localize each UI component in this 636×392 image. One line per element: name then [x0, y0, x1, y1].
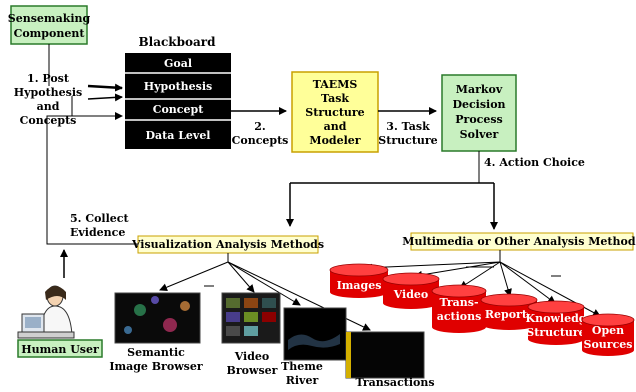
- svg-text:and: and: [324, 120, 347, 133]
- svg-text:2.: 2.: [254, 120, 265, 133]
- svg-text:Images: Images: [337, 279, 382, 292]
- source-images: Images: [329, 263, 389, 298]
- arrow-to-hypothesis: [87, 83, 123, 92]
- svg-text:Trans-: Trans-: [439, 296, 478, 309]
- action-choice-label: 4. Action Choice: [484, 156, 585, 169]
- concepts-label: 2. Concepts: [232, 120, 289, 147]
- svg-text:Structure: Structure: [526, 326, 585, 339]
- svg-text:Human User: Human User: [21, 343, 99, 356]
- sensemaking-label-line1: Sensemaking: [8, 12, 91, 25]
- transactions-thumbnail: [345, 331, 425, 379]
- svg-text:Knowledg: Knowledg: [526, 312, 587, 325]
- svg-text:Modeler: Modeler: [309, 134, 360, 147]
- svg-text:1. Post: 1. Post: [27, 72, 70, 85]
- svg-text:Concepts: Concepts: [232, 134, 289, 147]
- video-browser-label: Video Browser: [227, 350, 278, 377]
- svg-text:Image Browser: Image Browser: [109, 360, 203, 373]
- branch-video: [227, 261, 255, 293]
- source-open-sources: Open Sources: [581, 313, 635, 356]
- taems-modeler: TAEMS Task Structure and Modeler: [291, 71, 379, 153]
- human-user-illustration: [17, 285, 75, 339]
- svg-text:TAEMS: TAEMS: [313, 78, 358, 91]
- post-hypothesis-label: 1. Post Hypothesis and Concepts: [14, 72, 82, 127]
- task-structure-label: 3. Task Structure: [378, 120, 437, 147]
- multimedia-methods: Multimedia or Other Analysis Methods: [402, 232, 636, 251]
- svg-text:River: River: [286, 374, 319, 387]
- svg-text:Video: Video: [393, 288, 429, 301]
- semantic-image-browser-thumbnail: [114, 292, 201, 344]
- blackboard-hypothesis: Hypothesis: [144, 80, 212, 93]
- svg-text:Decision: Decision: [452, 98, 505, 111]
- arrow-to-concept: [87, 93, 123, 102]
- theme-river-thumbnail: [283, 307, 347, 361]
- svg-text:Open: Open: [592, 324, 624, 337]
- source-video: Video: [382, 272, 440, 309]
- svg-text:Hypothesis: Hypothesis: [14, 86, 82, 99]
- svg-text:Semantic: Semantic: [127, 346, 185, 359]
- svg-text:3. Task: 3. Task: [386, 120, 430, 133]
- markov-solver: Markov Decision Process Solver: [441, 74, 517, 152]
- svg-text:Browser: Browser: [227, 364, 278, 377]
- svg-text:Markov: Markov: [456, 83, 503, 96]
- svg-text:Concepts: Concepts: [20, 114, 77, 127]
- source-transactions: Trans- actions: [431, 284, 487, 333]
- collect-evidence-label: 5. Collect Evidence: [70, 212, 129, 239]
- svg-text:Task: Task: [321, 92, 349, 105]
- svg-text:Reports: Reports: [485, 308, 533, 321]
- svg-text:Evidence: Evidence: [70, 226, 125, 239]
- svg-text:Sources: Sources: [584, 338, 633, 351]
- svg-text:Theme: Theme: [281, 360, 323, 373]
- source-reports: Reports: [480, 293, 538, 330]
- visualization-methods: Visualization Analysis Methods: [131, 235, 324, 254]
- svg-text:Video: Video: [234, 350, 270, 363]
- source-knowledge-structure: Knowledg Structure: [526, 300, 587, 345]
- blackboard-data-level: Data Level: [145, 129, 210, 142]
- branch-theme: [227, 261, 301, 306]
- semantic-image-browser-label: Semantic Image Browser: [109, 346, 203, 373]
- blackboard-goal: Goal: [164, 57, 192, 70]
- sensemaking-component: Sensemaking Component: [8, 5, 91, 45]
- svg-text:Structure: Structure: [305, 106, 364, 119]
- video-browser-thumbnail: [221, 292, 281, 344]
- svg-text:5. Collect: 5. Collect: [70, 212, 129, 225]
- svg-text:Structure: Structure: [378, 134, 437, 147]
- collect-evidence-line: [46, 115, 138, 245]
- svg-text:and: and: [37, 100, 60, 113]
- svg-text:Multimedia or Other Analysis M: Multimedia or Other Analysis Methods: [402, 235, 636, 248]
- transactions-label: Transactions: [355, 376, 434, 389]
- svg-text:Process: Process: [455, 113, 503, 126]
- svg-text:actions: actions: [437, 310, 482, 323]
- blackboard-title: Blackboard: [139, 35, 217, 49]
- human-user-label: Human User: [17, 339, 103, 358]
- blackboard-concept: Concept: [153, 103, 204, 116]
- theme-river-label: Theme River: [281, 360, 323, 387]
- svg-text:Solver: Solver: [460, 128, 499, 141]
- svg-text:Visualization Analysis Methods: Visualization Analysis Methods: [131, 238, 324, 251]
- sensemaking-label-line2: Component: [14, 27, 86, 40]
- branch-semantic: [159, 253, 229, 292]
- blackboard: Goal Hypothesis Concept Data Level: [125, 53, 231, 149]
